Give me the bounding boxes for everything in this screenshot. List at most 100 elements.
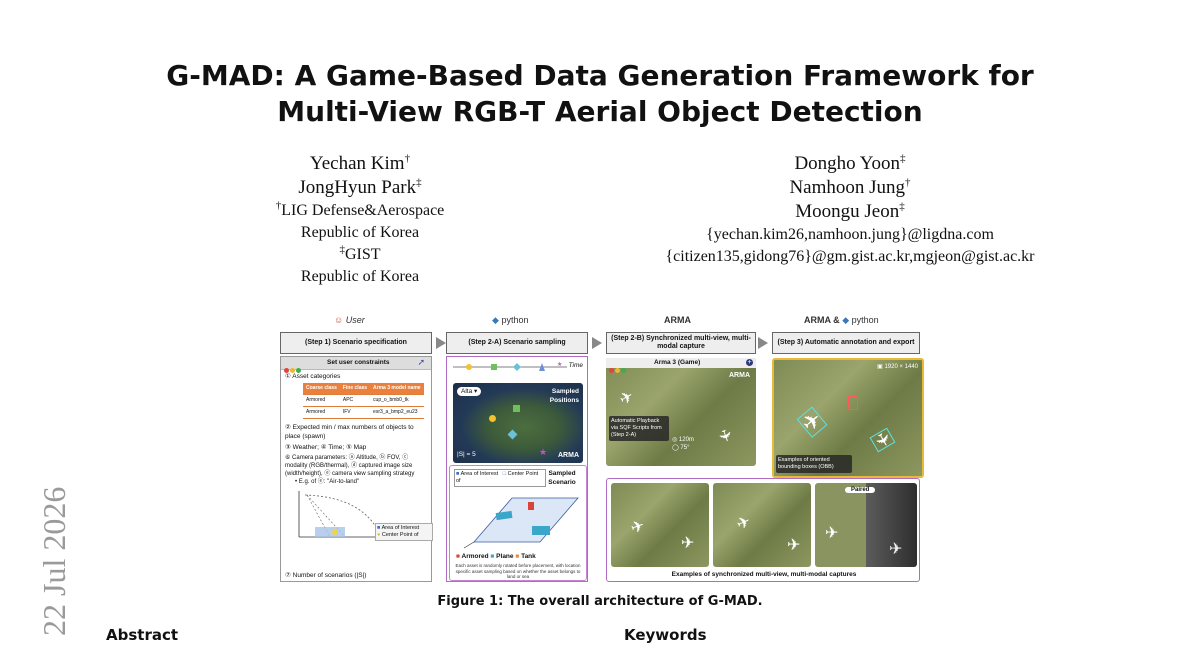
step2a-header: (Step 2-A) Scenario sampling [446, 332, 588, 354]
arma-watermark: ARMA [729, 372, 750, 379]
item-asset-categories: ① Asset categories [285, 373, 341, 380]
scenario-legend: ■ Area of Interest □ Center Point of [454, 469, 546, 487]
figure-caption: Figure 1: The overall architecture of G-… [437, 594, 763, 609]
cursor-icon: ➚ [417, 357, 425, 367]
time-label: Time [568, 362, 583, 369]
obb-box-armored [848, 396, 858, 410]
capture-view-paired: Paired ✈ ✈ [815, 483, 917, 567]
arma-titlebar: Arma 3 (Game) + [606, 358, 756, 373]
item-camera-example: • E.g. of ⓔ: "Air-to-land" [295, 479, 360, 485]
arxiv-side-date: 22 Jul 2026 [36, 486, 72, 636]
sync-capture-label: Examples of synchronized multi-view, mul… [671, 571, 857, 578]
legend-swatch-armored: ■ [456, 553, 460, 560]
class-legend: ■ Armored ■ Plane ■ Tank [456, 553, 536, 560]
author-1: Yechan Kim† [309, 152, 411, 174]
plane-icon: ✈ [681, 535, 695, 552]
title-line-1: G-MAD: A Game-Based Data Generation Fram… [166, 59, 1034, 92]
add-icon: + [746, 359, 753, 366]
keywords-heading: Keywords [624, 626, 707, 644]
arma-capture-view: Arma 3 (Game) + ✈ ✈ ARMA Automatic Playb… [606, 358, 756, 466]
arma-watermark: ARMA [558, 452, 579, 459]
capture-view-2: ✈ ✈ [713, 483, 811, 567]
step2a-panel: ★ Time Alta ▾ Sampled Positions ★ |S| = … [446, 356, 588, 582]
step3-header: (Step 3) Automatic annotation and export [772, 332, 920, 354]
sampled-positions-label: Sampled Positions [549, 388, 579, 404]
plane-icon-thermal: ✈ [889, 541, 903, 558]
user-label: ☺ User [334, 315, 365, 325]
plane-icon: ✈ [787, 537, 801, 554]
plane-icon: ✈ [713, 426, 735, 446]
aoi-legend-box: ■ Area of Interest ● Center Point of [375, 523, 433, 541]
aoi-legend-label: ■ Area of Interest [377, 525, 420, 531]
step1-panel: Set user constraints ➚ ① Asset categorie… [280, 356, 433, 582]
title-line-2: Multi-View RGB-T Aerial Object Detection [277, 95, 923, 128]
step2b-header: (Step 2-B) Synchronized multi-view, mult… [606, 332, 756, 354]
arrow-2 [592, 337, 602, 349]
sample-marker [507, 429, 518, 440]
affiliation-2-country: Republic of Korea [300, 268, 420, 285]
sampled-scenario-label: Sampled Scenario [548, 470, 576, 486]
sample-marker [489, 415, 496, 422]
paired-label: Paired [845, 487, 876, 493]
item-camera-params: ⑥ Camera parameters: ⓐ Altitude, ⓑ FOV, … [285, 455, 415, 477]
set-constraints-label: Set user constraints [327, 359, 390, 366]
abstract-heading: Abstract [106, 626, 179, 644]
author-column-right: Dongho Yoon‡ Namhoon Jung† Moongu Jeon‡ … [590, 152, 1110, 268]
time-axis: ★ [453, 361, 567, 371]
camera-readout: ◎ 120m ◯ 75° [672, 436, 694, 452]
obb-plane: ✈ [869, 427, 896, 453]
auto-playback-note: Automatic Playback via SQF Scripts from … [609, 416, 669, 441]
arma-logo: ARMA [664, 315, 691, 325]
scenario-plane-diagram [463, 497, 579, 549]
plane-icon: ✈ [825, 525, 839, 542]
altitude-readout: ◎ 120m [672, 437, 694, 443]
resolution-readout: ▣ 1920 × 1440 [877, 364, 918, 370]
obb-plane: ✈ [796, 406, 828, 438]
plane-icon: ✈ [616, 387, 638, 410]
sample-marker: ★ [539, 447, 548, 457]
email-1: {yechan.kim26,namhoon.jung}@ligdna.com [706, 226, 994, 243]
arrow-3 [758, 337, 768, 349]
capture-view-1: ✈ ✈ [611, 483, 709, 567]
terrain-map: Alta ▾ Sampled Positions ★ |S| = 5 ARMA [453, 383, 583, 463]
camera-view-diagram [298, 491, 389, 538]
email-2: {citizen135,gidong76}@gm.gist.ac.kr,mgje… [665, 248, 1035, 265]
arma-python-logos: ARMA & ◆ python [804, 315, 879, 325]
map-selector: Alta ▾ [457, 387, 482, 396]
item-scenario-count: ⑦ Number of scenarios (|S|) [285, 572, 367, 579]
center-legend-label: ● Center Point of [377, 532, 419, 538]
angle-readout: ◯ 75° [672, 445, 690, 451]
arrow-1 [436, 337, 446, 349]
constraints-titlebar: Set user constraints ➚ [281, 357, 431, 373]
obb-label: Examples of oriented bounding boxes (OBB… [776, 455, 852, 473]
step1-header: (Step 1) Scenario specification [280, 332, 432, 354]
sampled-scenario-panel: ■ Area of Interest □ Center Point of Sam… [449, 465, 587, 581]
author-4: Namhoon Jung† [789, 176, 911, 198]
rotation-note: Each asset is randomly rotated before pl… [455, 563, 581, 579]
architecture-figure: ☺ User ◆ python ARMA ARMA & ◆ python (St… [278, 312, 924, 584]
arma-window-title: Arma 3 (Game) [654, 359, 701, 366]
scenario-count: |S| = 5 [457, 451, 476, 458]
paper-title: G-MAD: A Game-Based Data Generation Fram… [0, 58, 1200, 130]
author-column-left: Yechan Kim† JongHyun Park‡ †LIG Defense&… [230, 152, 490, 288]
author-5: Moongu Jeon‡ [795, 200, 905, 222]
affiliation-1: †LIG Defense&Aerospace [275, 199, 445, 219]
item-weather-time-map: ③ Weather; ④ Time; ⑤ Map [285, 444, 367, 451]
window-dots [284, 360, 302, 378]
affiliation-2: ‡GIST [339, 243, 381, 263]
legend-swatch-tank: ■ [515, 553, 520, 560]
sample-marker [513, 405, 520, 412]
item-spawn-count: ② Expected min / max numbers of objects … [285, 424, 414, 440]
svg-text:★: ★ [557, 361, 562, 368]
python-logo: ◆ python [492, 315, 529, 325]
plane-icon: ✈ [628, 517, 648, 538]
author-2: JongHyun Park‡ [298, 176, 422, 198]
obb-example-view: ▣ 1920 × 1440 ✈ ✈ Examples of oriented b… [772, 358, 924, 478]
plane-icon: ✈ [734, 512, 754, 534]
legend-swatch-plane: ■ [490, 553, 495, 560]
author-3: Dongho Yoon‡ [794, 152, 906, 174]
multiview-panel: ✈ ✈ ✈ ✈ Paired ✈ ✈ Examples of synchroni… [606, 478, 920, 582]
